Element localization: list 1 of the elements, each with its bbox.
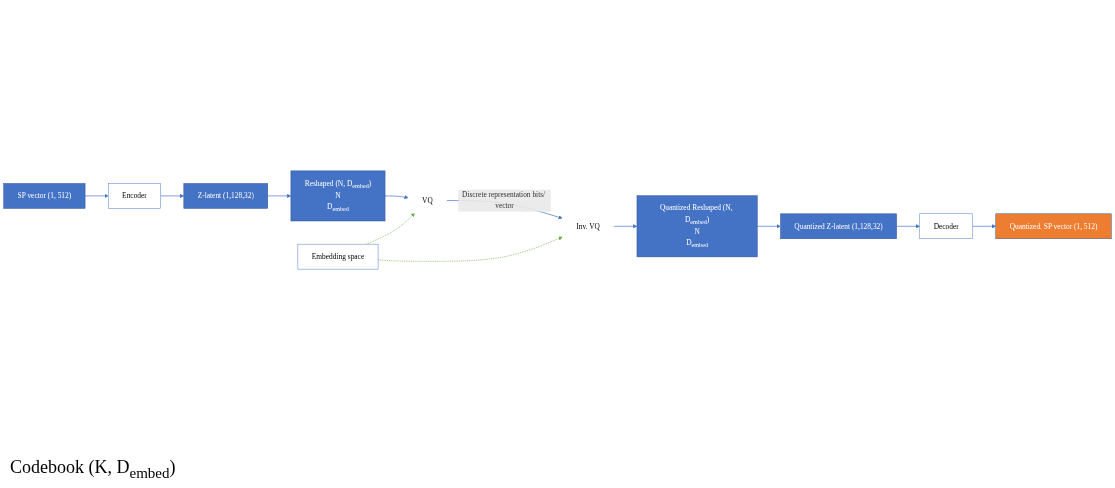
note-text: Codebook (K, D$_{embed}$) [10,457,176,482]
